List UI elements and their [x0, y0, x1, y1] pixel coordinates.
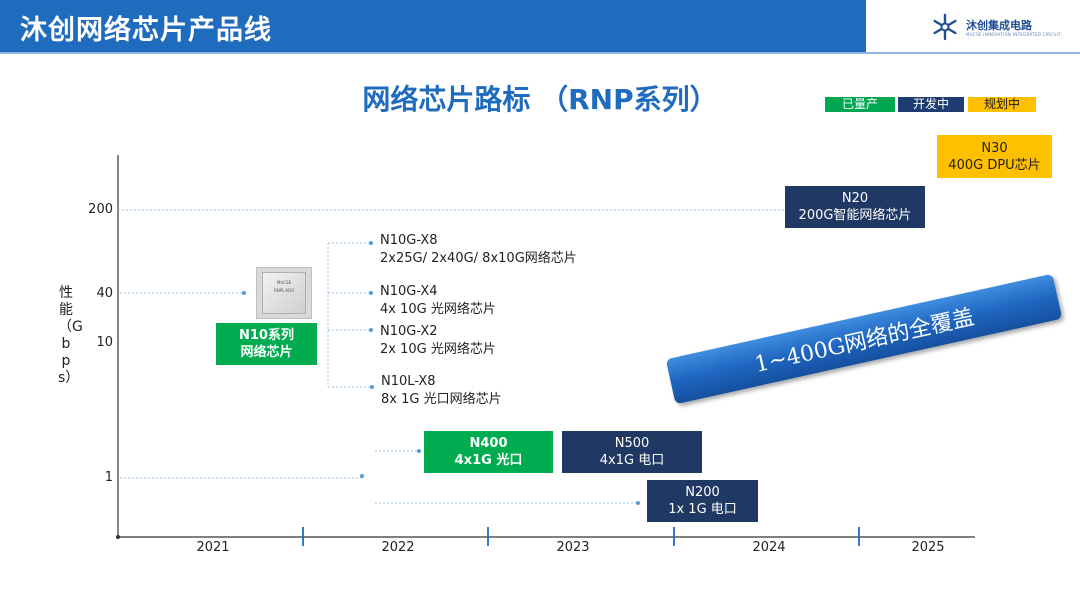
- x-tick-label: 2022: [381, 540, 415, 555]
- n10-series-box: N10系列 网络芯片: [216, 323, 317, 365]
- logo-name: 沐创集成电路: [966, 19, 1032, 32]
- product-desc: 2x25G/ 2x40G/ 8x10G网络芯片: [380, 251, 577, 266]
- product-name: N30: [981, 140, 1008, 156]
- product-n30-box: N30 400G DPU芯片: [937, 135, 1052, 178]
- slide-title: 网络芯片路标 （RNP系列）: [362, 83, 718, 116]
- legend-in-production: 已量产: [825, 97, 895, 112]
- year-dividers: [302, 527, 860, 546]
- product-name: N10L-X8: [381, 374, 436, 389]
- y-tick-label: 200: [88, 202, 113, 217]
- product-name: N20: [841, 191, 869, 206]
- y-axis-label: 性能（Gbps）: [58, 285, 83, 386]
- product-n10g-x2: N10G-X2 2x 10G 光网络芯片: [380, 323, 496, 359]
- product-desc: 400G DPU芯片: [948, 157, 1041, 173]
- legend-planned: 规划中: [968, 97, 1036, 112]
- product-desc: 4x 10G 光网络芯片: [380, 302, 496, 317]
- product-desc: 4x1G 光口: [454, 453, 523, 468]
- n10-series-name: N10系列: [239, 328, 294, 343]
- product-n20-box: N20 200G智能网络芯片: [785, 186, 925, 228]
- guide-dots: [242, 241, 640, 505]
- logo-area: [866, 0, 1080, 52]
- x-tick-label: 2023: [556, 540, 590, 555]
- y-tick-label: 10: [96, 335, 113, 350]
- product-name: N10G-X2: [380, 324, 438, 339]
- product-name: N200: [685, 485, 720, 500]
- product-name: N400: [469, 436, 508, 451]
- legend-in-development: 开发中: [898, 97, 964, 112]
- x-tick-label: 2021: [196, 540, 230, 555]
- y-tick-label: 1: [104, 470, 113, 485]
- product-name: N500: [614, 436, 650, 451]
- product-name: N10G-X4: [380, 284, 438, 299]
- x-tick-label: 2025: [911, 540, 945, 555]
- product-desc: 4x1G 电口: [599, 453, 665, 468]
- page-title: 沐创网络芯片产品线: [20, 15, 272, 46]
- snowflake-logo-icon: [933, 13, 957, 41]
- product-name: N10G-X8: [380, 233, 438, 248]
- product-n400-box: N400 4x1G 光口: [424, 431, 553, 473]
- product-n10g-x8: N10G-X8 2x25G/ 2x40G/ 8x10G网络芯片: [380, 232, 577, 268]
- header-underline: [0, 52, 1080, 54]
- product-desc: 8x 1G 光口网络芯片: [381, 392, 502, 407]
- n10-series-desc: 网络芯片: [240, 345, 293, 360]
- product-n500-box: N500 4x1G 电口: [562, 431, 702, 473]
- product-desc: 200G智能网络芯片: [798, 208, 912, 223]
- product-desc: 1x 1G 电口: [668, 502, 737, 517]
- y-tick-label: 40: [96, 286, 113, 301]
- axis-origin-dot: [116, 535, 120, 539]
- product-n200-box: N200 1x 1G 电口: [647, 480, 758, 522]
- chip-die: [262, 272, 306, 314]
- product-n10g-x4: N10G-X4 4x 10G 光网络芯片: [380, 283, 496, 319]
- guide-lines: [118, 209, 785, 504]
- logo-subtitle: MUCSE INNOVATION INTEGRATED CIRCUIT: [966, 32, 1061, 37]
- x-tick-label: 2024: [752, 540, 786, 555]
- chip-brand: MUCSE: [276, 280, 292, 285]
- product-n10l-x8: N10L-X8 8x 1G 光口网络芯片: [381, 373, 502, 409]
- product-desc: 2x 10G 光网络芯片: [380, 342, 496, 357]
- chip-model: RNPL-N10: [274, 288, 294, 293]
